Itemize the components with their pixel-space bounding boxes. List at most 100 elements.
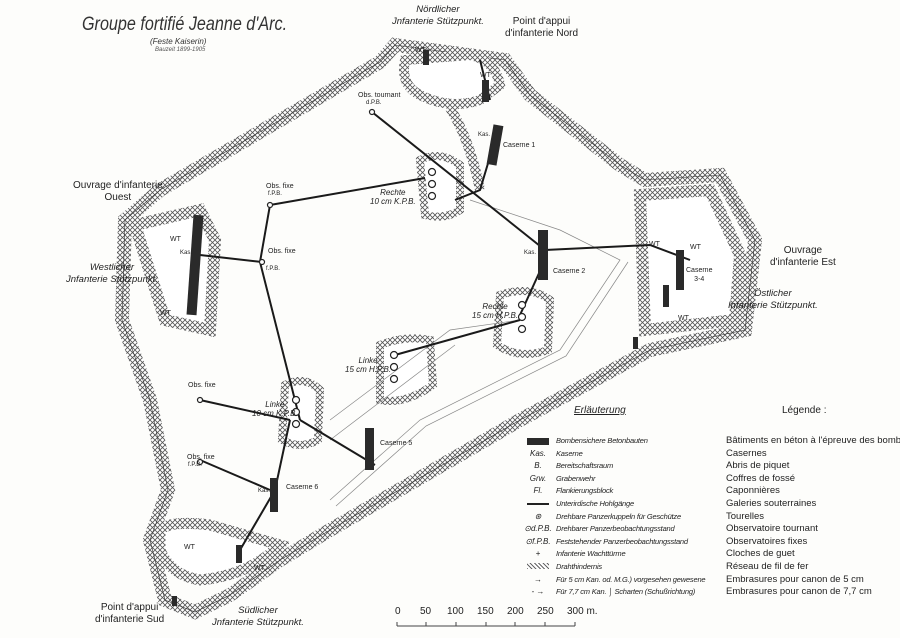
legend-label-fr: Galeries souterraines: [726, 498, 817, 509]
obs-tournant-label: Obs. tournant: [358, 92, 401, 99]
legend-label-de: Flankierungsblock: [556, 486, 614, 496]
legend-row: Bombensichere Betonbauten Bâtiments en bé…: [522, 435, 900, 447]
caserne-5-label: Caserne 5: [380, 440, 413, 447]
legend-title-de: Erläuterung: [574, 405, 626, 416]
map-title: Groupe fortifié Jeanne d'Arc.: [82, 14, 288, 35]
legend-label-fr: Observatoire tournant: [726, 523, 818, 535]
north-work-wire: [399, 49, 506, 109]
legend-label-de: Für 5 cm Kan. od. M.G.) vorgesehen gewes…: [556, 574, 706, 584]
legend-label-de: Kaserne: [556, 448, 583, 458]
kas-label-2: Kas.: [524, 250, 537, 256]
legend-symbol: ⊛: [534, 511, 542, 521]
legend-label-fr: Bâtiments en béton à l'épreuve des bombe…: [726, 435, 900, 446]
legend-symbol: [522, 561, 554, 573]
legend-symbol: [522, 435, 554, 449]
legend-symbol: ⊙d.P.B.: [524, 524, 552, 534]
scale-tick: 250: [537, 606, 554, 617]
legend-label-de: Drahthindernis: [556, 562, 602, 571]
kas-label-1: Kas.: [478, 132, 491, 138]
rechte15-wire: [492, 287, 555, 358]
wt-label: WT: [480, 72, 491, 79]
outer-wire-outline: [121, 44, 756, 613]
legend-label-de: Drehbare Panzerkuppeln für Geschütze: [556, 511, 681, 521]
turrets: [196, 108, 527, 466]
legend-label-fr: Observatoires fixes: [726, 535, 808, 547]
legend-row: →Für 5 cm Kan. od. M.G.) vorgesehen gewe…: [522, 574, 900, 586]
dpb-label: d.P.B.: [366, 100, 382, 106]
concrete-buildings: [172, 50, 684, 606]
obs-fixe-label-1: Obs. fixe: [266, 183, 294, 190]
caserne-6-label: Caserne 6: [286, 484, 319, 491]
legend-symbol: Grw.: [529, 473, 547, 483]
legend-label-fr: Embrasures pour canon de 5 cm: [726, 573, 864, 585]
scale-tick: 150: [477, 606, 494, 617]
obs-fixe-label-3: Obs. fixe: [188, 382, 216, 389]
map-subtitle: (Feste Kaiserin): [150, 37, 207, 46]
kas-label-6: Kas.: [258, 488, 271, 494]
scale-tick: 50: [420, 606, 432, 617]
legend-label-fr: Casernes: [726, 447, 767, 459]
wt-label: WT: [184, 544, 195, 551]
wt-label: WT: [254, 565, 265, 572]
legend-title-fr: Légende :: [782, 405, 827, 416]
obs-fixe-label-4: Obs. fixe: [187, 454, 215, 461]
legend-label-de: Für 7,7 cm Kan. ⌡ Scharten (Schußrichtun…: [556, 587, 696, 597]
fpb-label-1: f.P.B.: [268, 191, 282, 197]
south-work-wire: [154, 517, 291, 586]
legend-symbol: ⊙f.P.B.: [525, 536, 551, 546]
legend-symbol: - →: [531, 587, 545, 597]
legend-row: Drahthindernis Réseau de fil de fer: [522, 561, 900, 573]
legend-row: ⊙d.P.B. Drehbarer Panzerbeobachtungsstand…: [522, 523, 900, 535]
fpb-label-2: f.P.B.: [266, 266, 280, 272]
legend-label-de: Grabenwehr: [556, 473, 596, 483]
legend-symbol: Kas.: [529, 448, 546, 458]
caserne-1-label: Caserne 1: [503, 142, 536, 149]
legend-row: B. Bereitschaftsraum Abris de piquet: [522, 460, 900, 472]
scale-tick: 0: [395, 606, 401, 617]
wt-label: WT: [160, 310, 171, 317]
legend-symbol: B.: [534, 461, 542, 471]
legend-label-fr: Tourelles: [726, 510, 765, 522]
scale-tick: 300 m.: [567, 606, 598, 617]
legend-row: Fl. Flankierungsblock Caponnières: [522, 485, 900, 497]
legend-label-fr: Coffres de fossé: [726, 472, 796, 484]
wt-label: WT: [170, 236, 181, 243]
north-work-neck-wire: [445, 105, 485, 191]
linke10-wire: [277, 377, 325, 449]
legend-label-fr: Réseau de fil de fer: [726, 561, 809, 572]
scale-tick: 100: [447, 606, 464, 617]
legend-label-de: Feststehender Panzerbeobachtungsstand: [556, 536, 688, 546]
legend-label-de: Drehbarer Panzerbeobachtungsstand: [556, 524, 675, 534]
legend-label-fr: Caponnières: [726, 485, 780, 497]
wt-label: WT: [649, 241, 660, 248]
wt-label: WT: [690, 244, 701, 251]
scale-bar: [396, 622, 576, 627]
legend-row: ⊛ Drehbare Panzerkuppeln für Geschütze Tou…: [522, 511, 900, 523]
legend-symbol: Fl.: [533, 486, 543, 496]
legend-label-fr: Abris de piquet: [726, 460, 790, 472]
wt-label: WT: [415, 47, 426, 54]
legend-row: ⊙f.P.B. Feststehender Panzerbeobachtungss…: [522, 536, 900, 548]
legend-label-de: Bombensichere Betonbauten: [556, 436, 648, 445]
wt-label: WT: [678, 315, 689, 322]
legend-row: Kas. Kaserne Casernes: [522, 448, 900, 460]
legend-label-fr: Embrasures pour canon de 7,7 cm: [726, 586, 872, 598]
legend-label-de: Bereitschaftsraum: [556, 461, 614, 471]
obs-fixe-label-2: Obs. fixe: [268, 248, 296, 255]
legend-symbol: [522, 498, 554, 510]
caserne-2-label: Caserne 2: [553, 268, 586, 275]
